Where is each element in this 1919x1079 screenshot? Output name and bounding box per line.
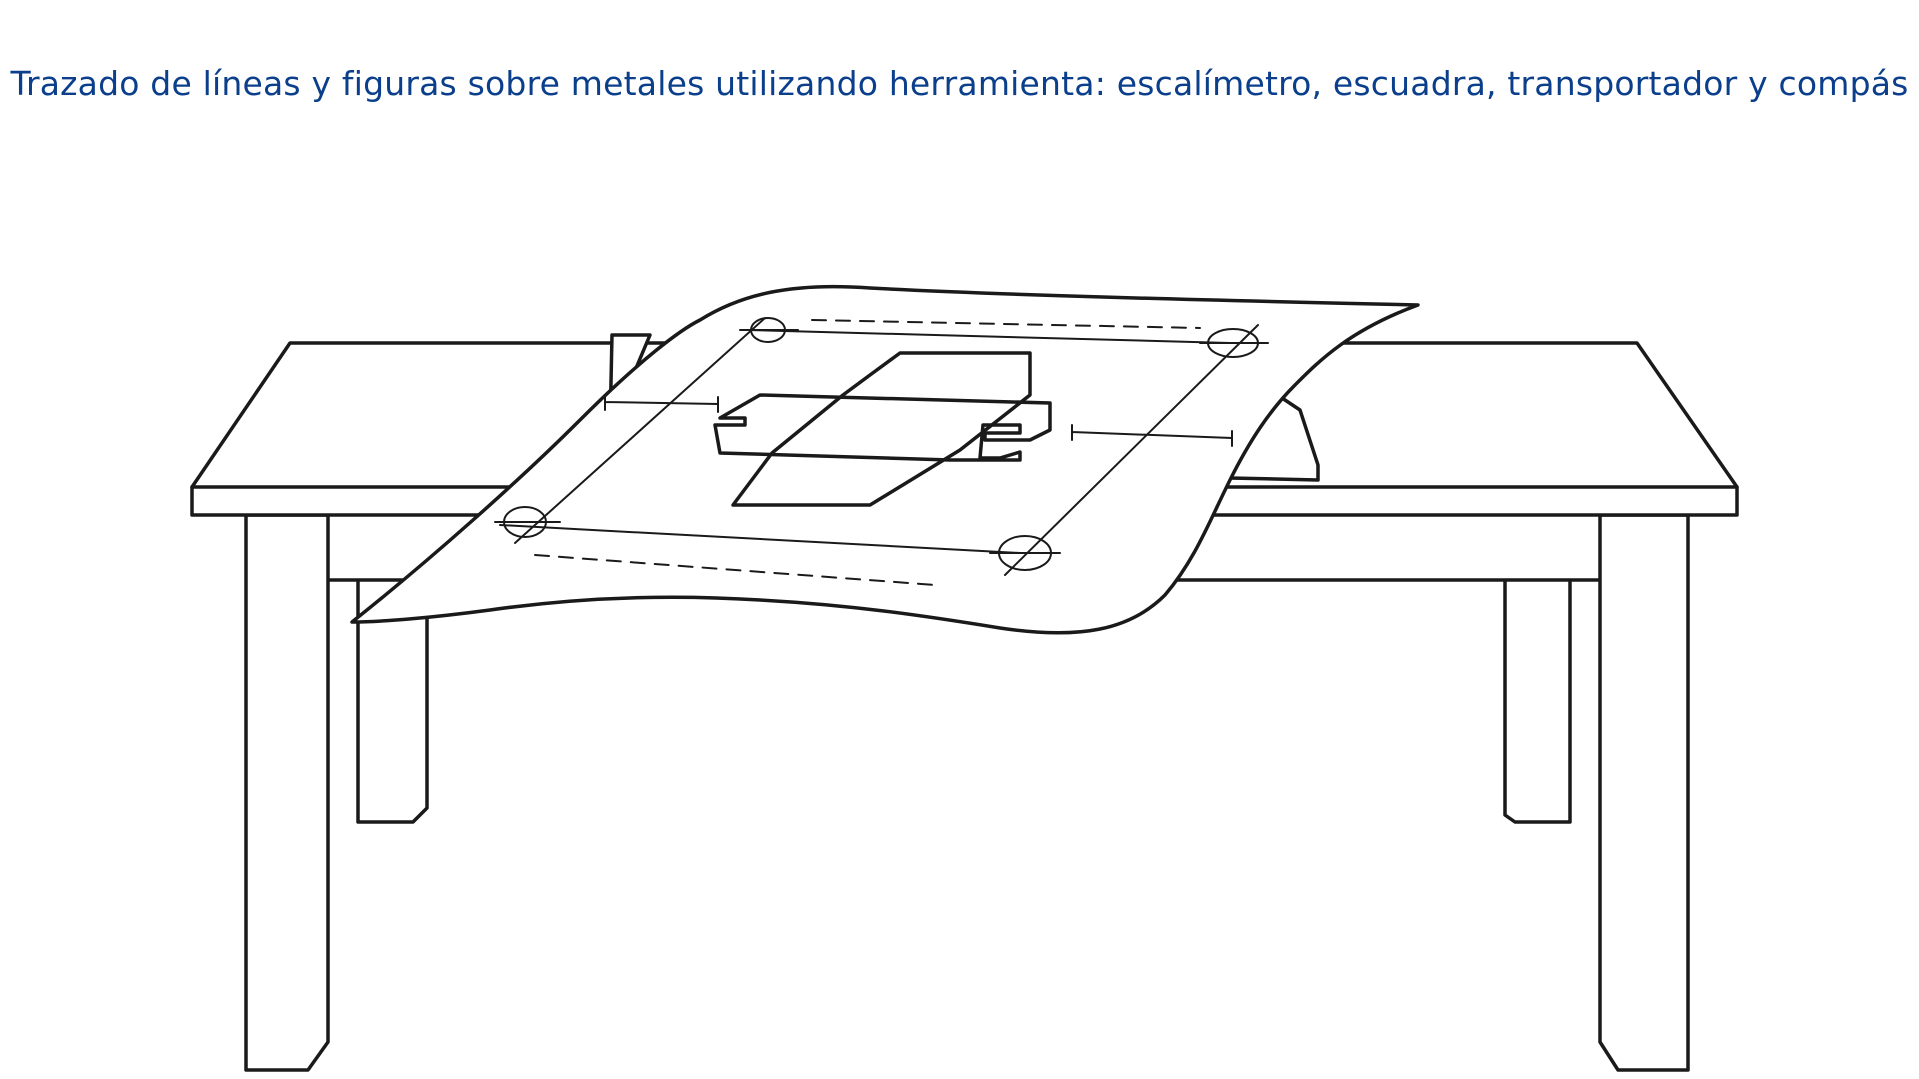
table-leg-front-left [244,513,330,1072]
slide-title: Trazado de líneas y figuras sobre metale… [10,64,1909,103]
box-net-figure [713,351,1052,507]
sheet-drawing [494,317,1269,586]
compass-circle-tl [739,317,799,343]
table-leg-back-right [1503,573,1572,824]
compass-circle-br [989,535,1061,571]
compass-circle-tr [1199,328,1269,358]
table-leg-front-right [1598,513,1690,1072]
compass-circle-bl [494,506,561,538]
